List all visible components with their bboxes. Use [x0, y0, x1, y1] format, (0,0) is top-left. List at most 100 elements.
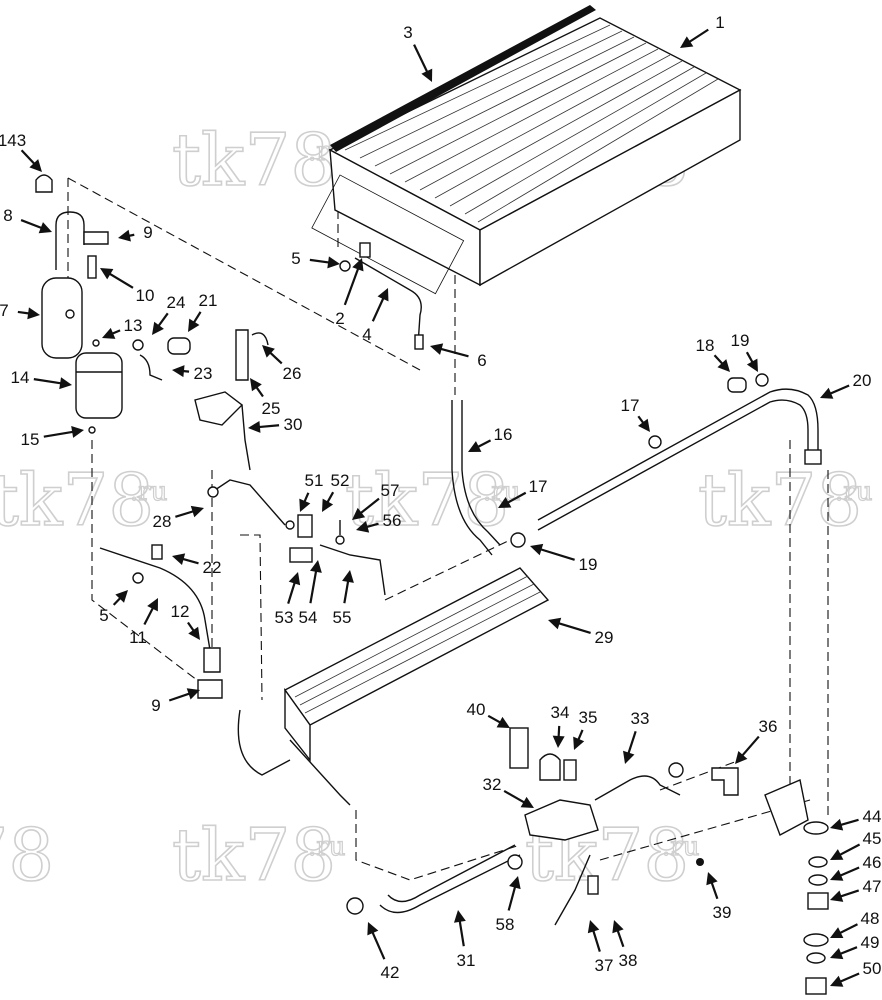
- watermark-text: tk78: [0, 458, 154, 542]
- callout-number: 47: [863, 877, 882, 896]
- callout-leader: [739, 735, 760, 759]
- callout-arrowhead: [520, 796, 534, 808]
- callout-leader: [413, 44, 430, 76]
- callout-number: 54: [299, 608, 318, 627]
- tube-23: [139, 354, 163, 381]
- callout-arrowhead: [29, 159, 42, 172]
- callout-arrowhead: [377, 288, 389, 302]
- callout-12: 12: [171, 602, 200, 640]
- callout-arrowhead: [147, 598, 158, 612]
- callout-arrowhead: [71, 426, 84, 438]
- callout-number: 28: [153, 512, 172, 531]
- callout-number: 26: [283, 364, 302, 383]
- callout-arrowhead: [188, 318, 200, 332]
- callout-arrowhead: [587, 920, 600, 934]
- clip-143: [35, 174, 53, 193]
- callout-number: 34: [551, 703, 570, 722]
- callout-leader: [168, 691, 193, 702]
- callout-number: 19: [579, 555, 598, 574]
- callout-arrowhead: [496, 716, 510, 728]
- callout-7: 7: [0, 301, 40, 320]
- callout-arrowhead: [717, 359, 730, 372]
- callout-42: 42: [367, 922, 399, 982]
- callout-28: 28: [153, 505, 204, 531]
- o-ring-17: [648, 435, 662, 449]
- callout-arrowhead: [299, 498, 311, 512]
- callout-leader: [507, 883, 517, 911]
- callout-13: 13: [102, 316, 142, 339]
- tube-33: [594, 775, 681, 801]
- callout-29: 29: [548, 617, 613, 647]
- callout-6: 6: [430, 343, 487, 370]
- callout-arrowhead: [190, 505, 204, 518]
- callout-19: 19: [530, 543, 598, 574]
- callout-9: 9: [118, 223, 153, 242]
- tube-31-b: [387, 844, 516, 903]
- callout-8: 8: [3, 206, 52, 234]
- callout-arrowhead: [310, 560, 322, 573]
- callout-number: 17: [621, 396, 640, 415]
- callout-leader: [437, 347, 469, 358]
- callout-leader: [309, 567, 318, 604]
- callout-arrowhead: [248, 420, 261, 433]
- callout-arrowhead: [262, 345, 275, 358]
- callout-arrowhead: [352, 507, 366, 520]
- callout-20: 20: [820, 371, 871, 399]
- callout-number: 17: [529, 477, 548, 496]
- callout-number: 10: [136, 286, 155, 305]
- callout-53: 53: [275, 572, 301, 627]
- callout-arrowhead: [367, 922, 379, 936]
- callout-10: 10: [100, 268, 154, 305]
- callout-33: 33: [623, 709, 649, 764]
- callout-arrowhead: [322, 498, 334, 512]
- callout-1: 1: [680, 13, 725, 48]
- callout-number: 32: [483, 775, 502, 794]
- callout-arrowhead: [188, 626, 200, 640]
- callout-5: 5: [99, 590, 128, 625]
- callout-31: 31: [453, 910, 475, 970]
- callout-number: 40: [467, 700, 486, 719]
- callout-leader: [20, 219, 45, 231]
- callout-number: 11: [129, 628, 147, 647]
- o-ring-42: [346, 897, 364, 915]
- callout-3: 3: [403, 23, 433, 82]
- callout-arrowhead: [38, 222, 52, 234]
- callout-leader: [686, 28, 709, 45]
- callout-32: 32: [483, 775, 534, 808]
- callout-51: 51: [299, 471, 323, 512]
- callout-leader: [626, 730, 637, 757]
- callout-arrowhead: [612, 920, 624, 934]
- callout-number: 53: [275, 608, 294, 627]
- bracket-25: [235, 329, 249, 381]
- callout-arrowhead: [830, 869, 844, 881]
- callout-4: 4: [362, 288, 389, 344]
- callout-arrowhead: [468, 441, 482, 452]
- callout-15: 15: [21, 426, 84, 449]
- pipe-4: [354, 257, 422, 346]
- callout-leader: [458, 917, 465, 947]
- callout-leader: [591, 927, 601, 952]
- callout-arrowhead: [102, 327, 116, 339]
- o-ring-13: [92, 339, 100, 347]
- tube-11: [99, 547, 211, 651]
- callout-number: 1: [715, 13, 724, 32]
- callout-arrowhead: [453, 910, 466, 923]
- callout-17: 17: [621, 396, 650, 432]
- clamp-26: [251, 332, 269, 346]
- callout-number: 20: [853, 371, 872, 390]
- watermark-suffix: .ru: [130, 477, 167, 507]
- valve-12: [203, 647, 221, 673]
- callout-number: 15: [21, 430, 40, 449]
- callout-number: 56: [383, 511, 402, 530]
- callout-number: 39: [713, 903, 732, 922]
- callout-5: 5: [291, 249, 340, 269]
- tube-16-b: [461, 400, 501, 546]
- tube-20: [537, 388, 819, 521]
- callout-number: 19: [731, 331, 750, 350]
- coil-assembly-top: [311, 17, 742, 295]
- callout-17: 17: [498, 477, 547, 508]
- callout-number: 21: [199, 291, 218, 310]
- watermark-text: tk78: [698, 458, 862, 542]
- callout-leader: [106, 271, 134, 289]
